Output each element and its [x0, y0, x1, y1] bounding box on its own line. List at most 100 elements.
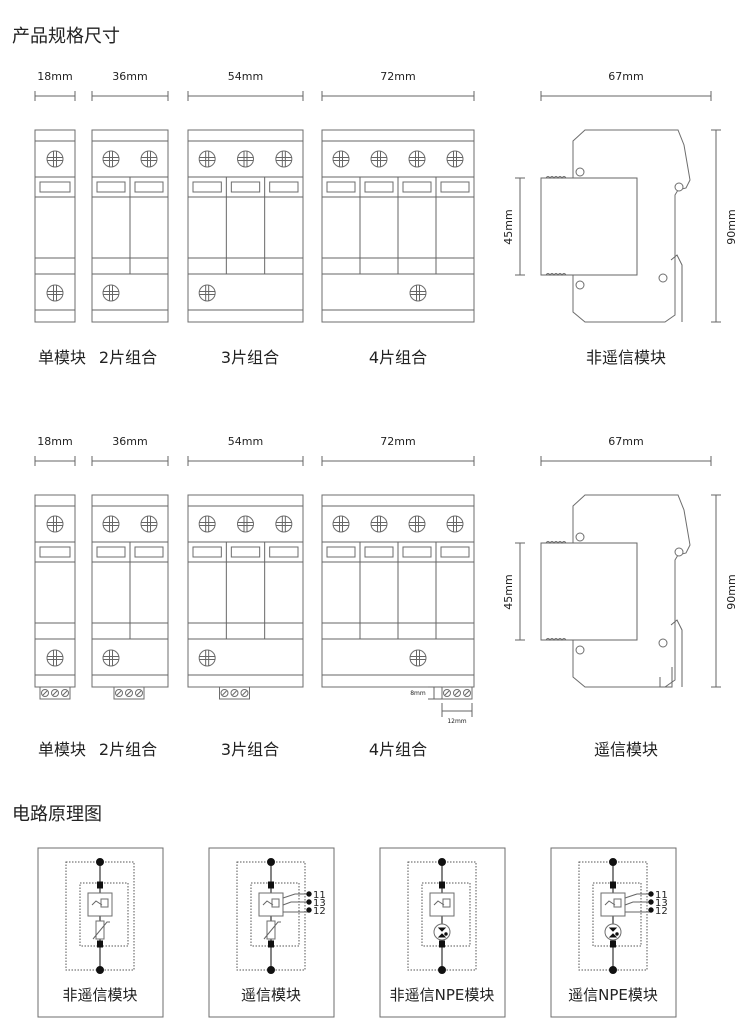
terminal-slot — [464, 690, 470, 696]
screw-icon — [275, 150, 293, 168]
dimension-stroke — [187, 91, 304, 101]
terminal-dot — [267, 858, 275, 866]
side-outline — [540, 129, 691, 323]
screw-head — [46, 515, 64, 533]
dimension-stroke — [34, 91, 76, 101]
rivet-icon — [575, 280, 585, 290]
screw-head — [46, 150, 64, 168]
dimension-stroke — [540, 456, 712, 466]
screw-icon — [237, 150, 254, 168]
dimension-line — [34, 91, 76, 101]
screw-icon — [409, 649, 427, 667]
terminal-slot — [136, 690, 142, 696]
breaker-module-front — [321, 129, 475, 323]
pin-label: 13 — [313, 898, 326, 909]
screw-slot — [275, 516, 292, 532]
module-label: 3片组合 — [221, 348, 279, 367]
indicator-window — [230, 546, 261, 558]
screw-slot — [371, 151, 387, 167]
screw-icon — [332, 515, 350, 533]
terminal-height-label: 8mm — [410, 690, 426, 697]
indicator-window — [39, 181, 71, 193]
screw-icon — [409, 284, 427, 302]
terminal-slot — [62, 690, 68, 696]
pin-label: 12 — [655, 906, 668, 917]
rivet-icon — [658, 638, 668, 648]
screw-head — [102, 649, 120, 667]
dimension-stroke — [321, 456, 475, 466]
diagram-label: 遥信NPE模块 — [568, 986, 658, 1004]
module-label: 4片组合 — [369, 348, 427, 367]
clip-latch — [659, 667, 673, 688]
terminal-dot — [609, 966, 617, 974]
width-label: 72mm — [380, 70, 415, 83]
screw-head — [140, 515, 158, 533]
indicator-window — [134, 181, 164, 193]
screw-head — [237, 515, 254, 533]
diagram-label: 非遥信模块 — [62, 986, 137, 1004]
dimension-stroke — [91, 91, 169, 101]
screw-head — [237, 150, 254, 168]
switch-contact — [433, 900, 445, 906]
screw-slot — [103, 151, 119, 167]
screw-head — [408, 150, 426, 168]
terminal-width-label: 12mm — [447, 718, 466, 725]
dimensions-title: 产品规格尺寸 — [12, 26, 120, 47]
signal-terminal-dot — [306, 907, 312, 913]
screw-icon — [102, 284, 120, 302]
din-clip — [670, 619, 683, 687]
gdt-electrodes — [608, 927, 618, 938]
indicator-window — [39, 546, 71, 558]
dimension-line — [711, 129, 721, 323]
rivet-icon — [674, 547, 684, 557]
indicator-window — [402, 546, 432, 558]
varistor-slash — [92, 921, 110, 940]
indicator-window — [96, 181, 126, 193]
screw-icon — [198, 515, 216, 533]
screw-slot — [47, 516, 63, 532]
screw-slot — [409, 516, 425, 532]
screw-icon — [446, 150, 464, 168]
terminal-dot — [438, 858, 446, 866]
screw-slot — [103, 285, 119, 301]
screw-head — [409, 649, 427, 667]
width-label: 18mm — [37, 435, 72, 448]
breaker-module-front — [34, 129, 76, 323]
screw-slot — [409, 151, 425, 167]
screw-head — [198, 150, 216, 168]
dimension-line — [711, 494, 721, 688]
screw-head — [102, 515, 120, 533]
module-label: 单模块 — [38, 740, 86, 759]
terminal-dot — [438, 966, 446, 974]
width-label: 54mm — [228, 435, 263, 448]
fuse-block — [610, 940, 616, 948]
terminal-slot — [126, 690, 132, 696]
screw-head — [102, 150, 120, 168]
din-body — [541, 177, 638, 276]
inner-dotted-boundary — [250, 882, 300, 947]
gas-discharge-tube-icon — [433, 923, 451, 941]
screw-head — [275, 150, 293, 168]
screw-head — [332, 515, 350, 533]
screw-slot — [410, 285, 426, 301]
screw-head — [446, 515, 464, 533]
indicator-window — [440, 181, 470, 193]
breaker-module-front — [187, 129, 304, 323]
breaker-module-front — [91, 129, 169, 323]
side-height-label: 90mm — [725, 574, 738, 609]
screw-slot — [371, 516, 387, 532]
dimension-stroke — [187, 456, 304, 466]
dimension-stroke — [321, 91, 475, 101]
terminal-slot — [242, 690, 247, 696]
screw-icon — [102, 649, 120, 667]
screw-icon — [332, 150, 350, 168]
module-label: 4片组合 — [369, 740, 427, 759]
width-label: 18mm — [37, 70, 72, 83]
screw-slot — [141, 151, 157, 167]
side-depth-label: 45mm — [502, 574, 515, 609]
screw-icon — [275, 515, 293, 533]
